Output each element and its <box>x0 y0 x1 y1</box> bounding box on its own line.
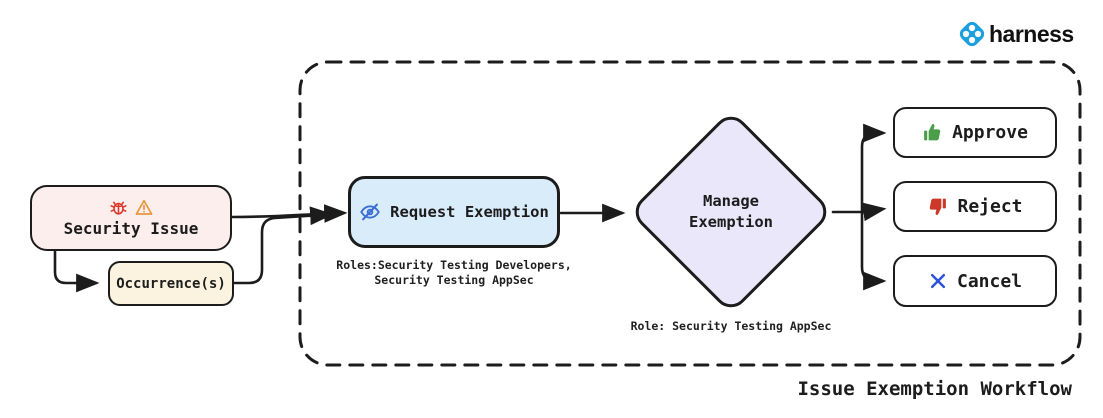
cancel-node: Cancel <box>893 255 1057 307</box>
security-issue-node: Security Issue <box>30 185 232 251</box>
request-exemption-roles-note: Roles:Security Testing Developers, Secur… <box>336 258 572 287</box>
manage-exemption-label: Manage Exemption <box>689 192 773 231</box>
eye-slash-icon <box>359 201 381 223</box>
approve-node: Approve <box>893 107 1057 158</box>
occurrences-label: Occurrence(s) <box>116 275 226 292</box>
connector-occurrence-to-request <box>232 206 334 285</box>
connector-branch-to-reject <box>860 202 887 222</box>
occurrences-node: Occurrence(s) <box>108 261 234 306</box>
thumbs-down-icon <box>927 196 948 217</box>
thumbs-up-icon <box>922 122 943 143</box>
connector-branch-to-cancel <box>860 210 887 291</box>
harness-logo-text: harness <box>989 20 1074 47</box>
workflow-caption: Issue Exemption Workflow <box>797 378 1072 400</box>
reject-label: Reject <box>957 196 1023 217</box>
reject-node: Reject <box>893 181 1057 232</box>
harness-logo-icon <box>957 17 987 51</box>
manage-exemption-role-note: Role: Security Testing AppSec <box>630 319 832 333</box>
warning-icon <box>134 198 154 217</box>
harness-logo: harness <box>957 17 1074 51</box>
connector-security-to-occurrence <box>53 249 100 293</box>
manage-exemption-diamond <box>635 116 827 308</box>
approve-label: Approve <box>952 122 1028 143</box>
cancel-label: Cancel <box>956 270 1023 292</box>
request-exemption-label: Request Exemption <box>390 203 549 221</box>
bug-icon <box>109 198 128 217</box>
security-issue-label: Security Issue <box>63 219 199 238</box>
connector-lines <box>53 123 887 293</box>
connector-branch-to-approve <box>860 123 887 214</box>
request-exemption-node: Request Exemption <box>348 176 560 248</box>
x-icon <box>928 271 948 291</box>
